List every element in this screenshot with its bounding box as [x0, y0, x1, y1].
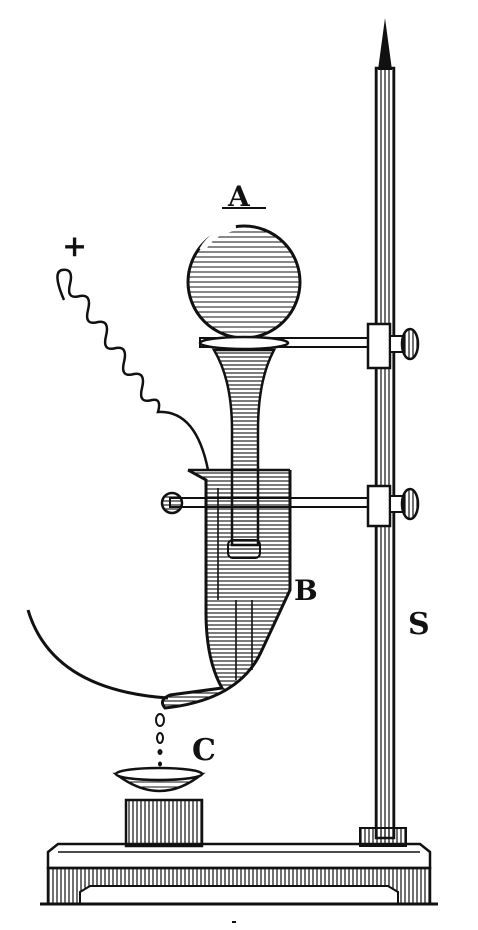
positive-wire: [56, 268, 210, 471]
dish-c: [112, 766, 206, 848]
base-plate: [40, 842, 438, 906]
stand-rod: [359, 18, 407, 847]
label-s: S: [408, 607, 430, 642]
vessel-b: [160, 468, 292, 710]
drips: [155, 713, 165, 767]
label-plus: +: [62, 229, 87, 264]
negative-wire: [26, 609, 169, 700]
label-c: C: [192, 733, 216, 768]
label-b: B: [294, 574, 318, 607]
